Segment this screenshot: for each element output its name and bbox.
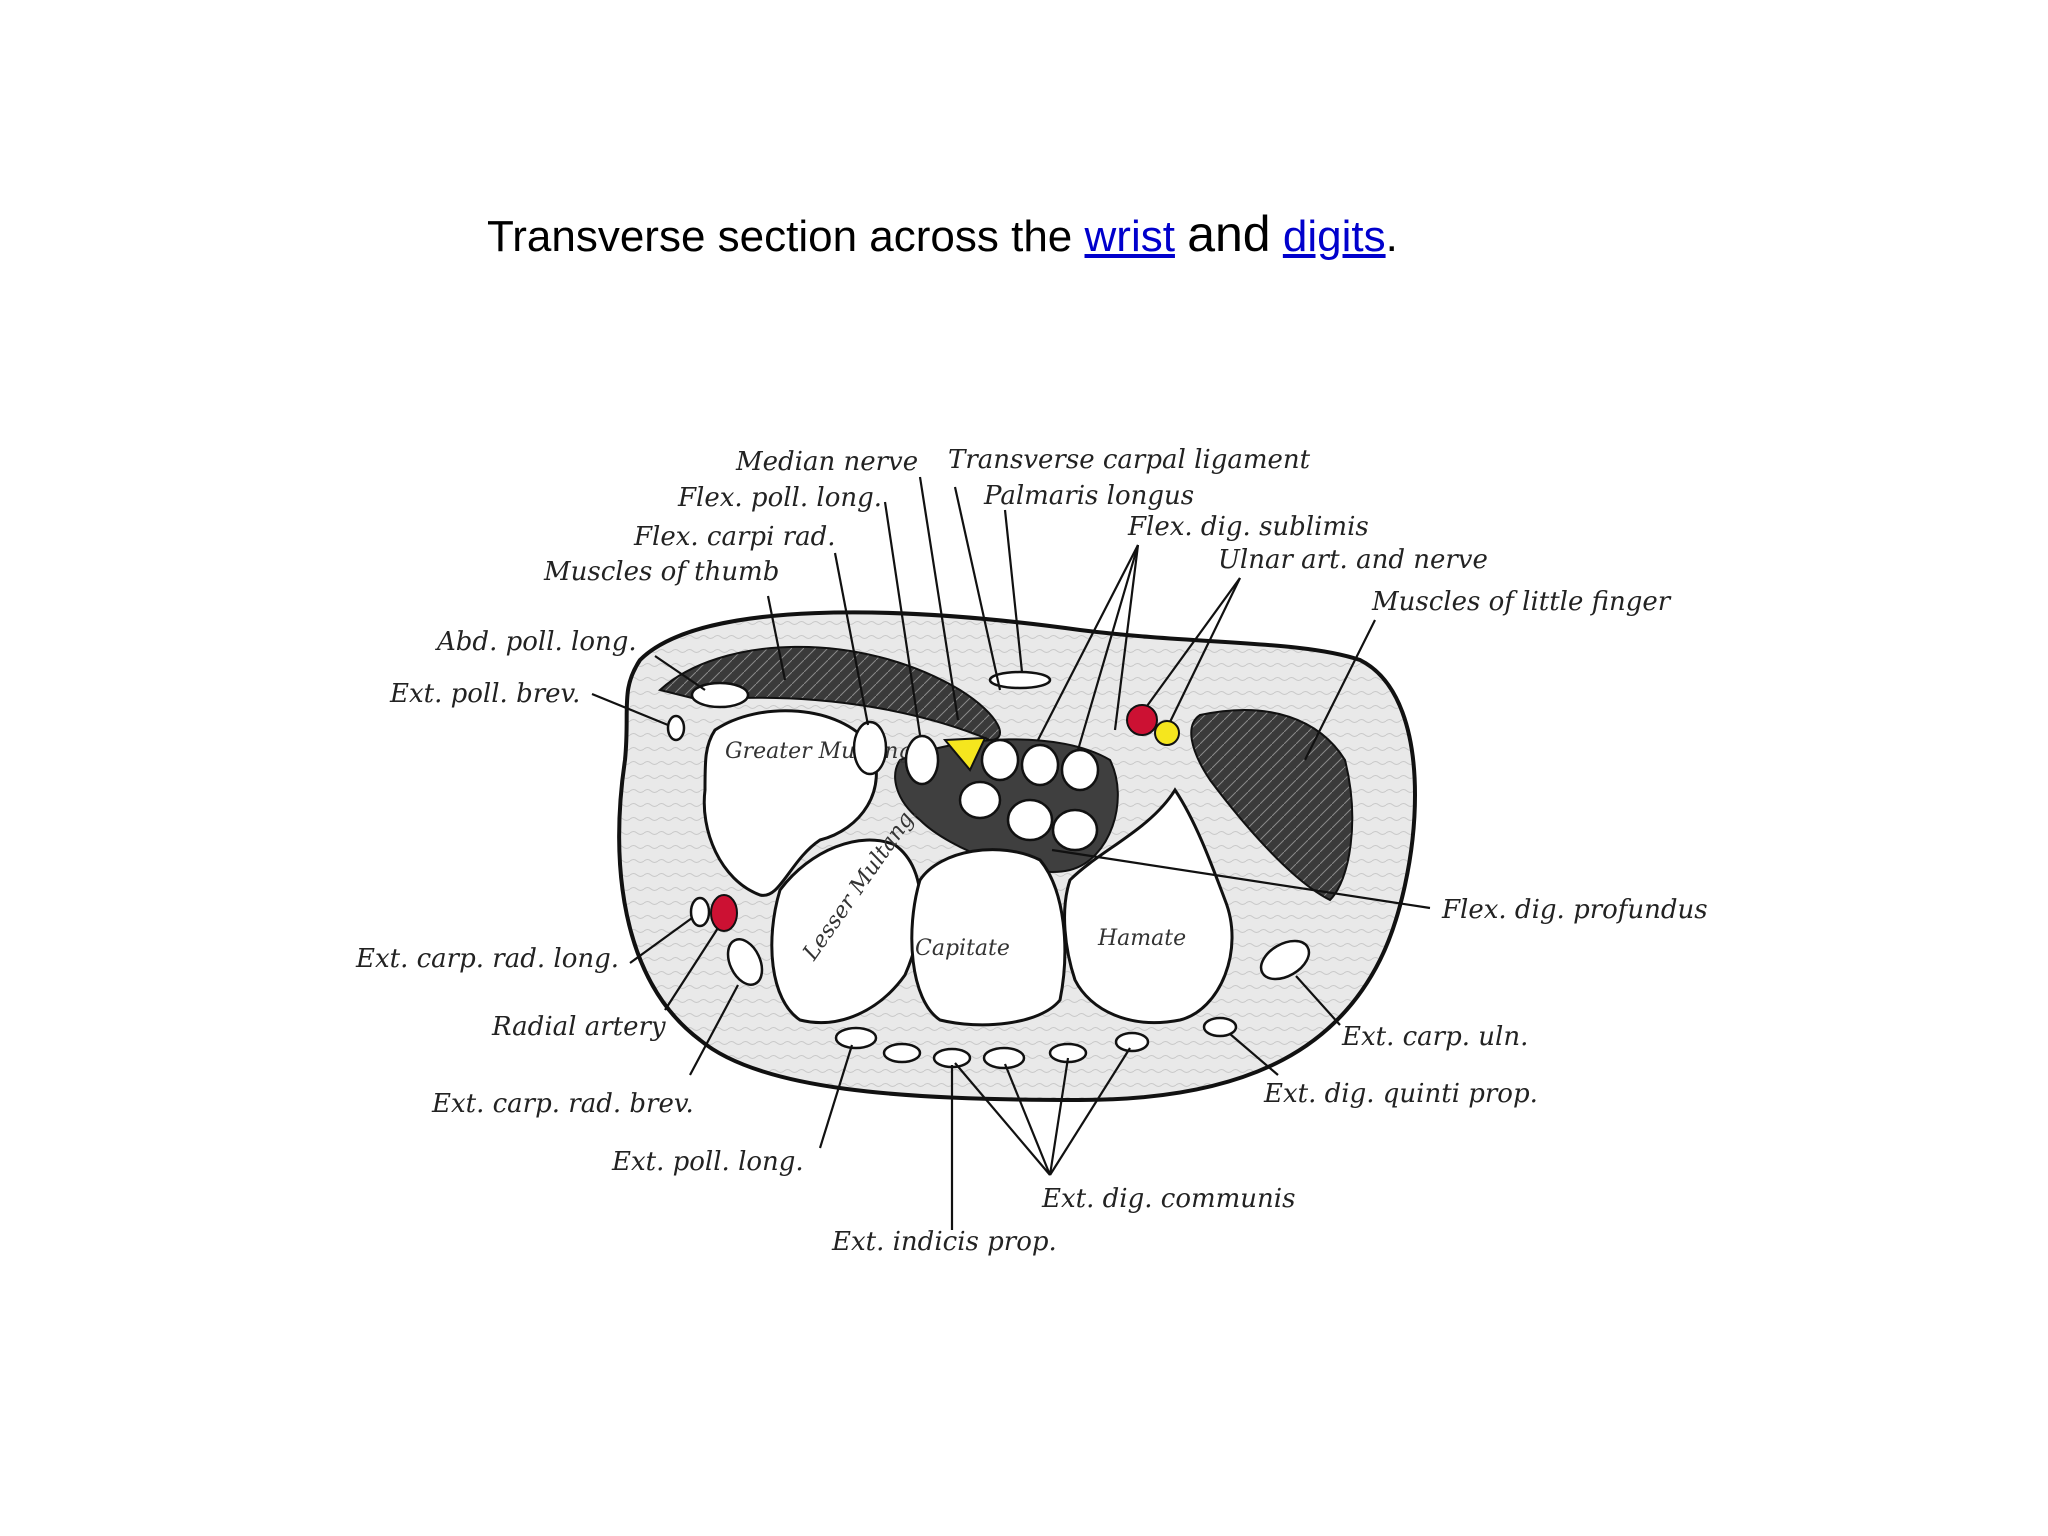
label-flex-dig-profundus: Flex. dig. profundus xyxy=(1441,895,1708,925)
flex-carpi-rad-tendon xyxy=(852,720,888,776)
label-median-nerve: Median nerve xyxy=(735,447,918,477)
ext-dig-communis-tendon-1 xyxy=(932,1047,972,1069)
greater-multangular-bone xyxy=(702,709,878,897)
caption-suffix: . xyxy=(1385,212,1398,261)
label-ext-dig-communis: Ext. dig. communis xyxy=(1041,1184,1295,1214)
radial-artery xyxy=(710,894,738,932)
flex-dig-profundus-tendon-2 xyxy=(1006,798,1054,842)
flex-dig-profundus-tendon-3 xyxy=(1051,808,1099,852)
caption-middle: and xyxy=(1187,206,1271,262)
flex-dig-sublimis-tendon-3 xyxy=(1060,748,1100,792)
label-ext-dig-quinti-prop: Ext. dig. quinti prop. xyxy=(1263,1079,1538,1109)
capitate-label: Capitate xyxy=(915,936,1010,961)
muscles-of-thumb xyxy=(657,645,1001,742)
label-flex-carpi-rad: Flex. carpi rad. xyxy=(633,522,836,552)
ext-carp-rad-long-tendon xyxy=(689,896,711,928)
palmaris-longus-tendon xyxy=(988,670,1052,690)
label-ext-carp-rad-long: Ext. carp. rad. long. xyxy=(355,944,619,974)
hamate-bone xyxy=(1063,787,1234,1025)
label-palmaris-longus: Palmaris longus xyxy=(983,481,1194,511)
ext-indicis-prop-tendon xyxy=(882,1042,922,1064)
median-nerve xyxy=(942,736,987,772)
flex-dig-sublimis-tendon-2 xyxy=(1020,743,1060,787)
label-flex-poll-long: Flex. poll. long. xyxy=(677,483,882,513)
label-ext-poll-brev: Ext. poll. brev. xyxy=(389,679,580,709)
figure-caption: Transverse section across the wrist and … xyxy=(487,205,1398,263)
label-abd-poll-long: Abd. poll. long. xyxy=(435,627,637,657)
ext-poll-long-tendon xyxy=(834,1026,878,1050)
wrist-link[interactable]: wrist xyxy=(1084,212,1175,261)
label-transverse-carpal-ligament: Transverse carpal ligament xyxy=(948,445,1311,475)
label-ext-carp-uln: Ext. carp. uln. xyxy=(1341,1022,1528,1052)
hamate-label: Hamate xyxy=(1097,926,1186,951)
abd-poll-long-tendon xyxy=(690,681,750,709)
ext-dig-quinti-prop-tendon xyxy=(1202,1016,1238,1038)
ulnar-artery xyxy=(1126,704,1158,736)
ext-poll-brev-tendon xyxy=(666,714,686,742)
label-muscles-of-thumb: Muscles of thumb xyxy=(543,557,779,587)
capitate-bone xyxy=(910,848,1067,1027)
ext-dig-communis-tendon-4 xyxy=(1114,1031,1150,1053)
label-ext-carp-rad-brev: Ext. carp. rad. brev. xyxy=(431,1089,694,1119)
label-flex-dig-sublimis: Flex. dig. sublimis xyxy=(1127,512,1369,542)
leader-lines xyxy=(591,476,1431,1230)
label-muscles-little-finger: Muscles of little finger xyxy=(1371,587,1672,617)
ext-dig-communis-tendon-2 xyxy=(982,1046,1026,1070)
ulnar-nerve xyxy=(1154,720,1180,746)
label-radial-artery: Radial artery xyxy=(491,1012,666,1042)
muscles-of-little-finger xyxy=(1190,709,1354,902)
label-ext-indicis-prop: Ext. indicis prop. xyxy=(831,1227,1057,1257)
digits-link[interactable]: digits xyxy=(1282,212,1386,261)
flex-dig-profundus-tendon-1 xyxy=(958,780,1002,820)
ext-carp-rad-brev-tendon xyxy=(726,938,764,986)
greater-multang-label: Greater Multang. xyxy=(725,739,920,764)
flex-dig-sublimis-tendon-1 xyxy=(980,738,1020,782)
label-ext-poll-long: Ext. poll. long. xyxy=(611,1147,804,1177)
lesser-multangular-bone xyxy=(770,838,923,1025)
ext-carp-uln-tendon xyxy=(1259,939,1311,981)
flex-poll-long-tendon xyxy=(904,734,940,786)
caption-prefix: Transverse section across the xyxy=(487,212,1085,261)
label-ulnar-art-nerve: Ulnar art. and nerve xyxy=(1218,545,1488,575)
